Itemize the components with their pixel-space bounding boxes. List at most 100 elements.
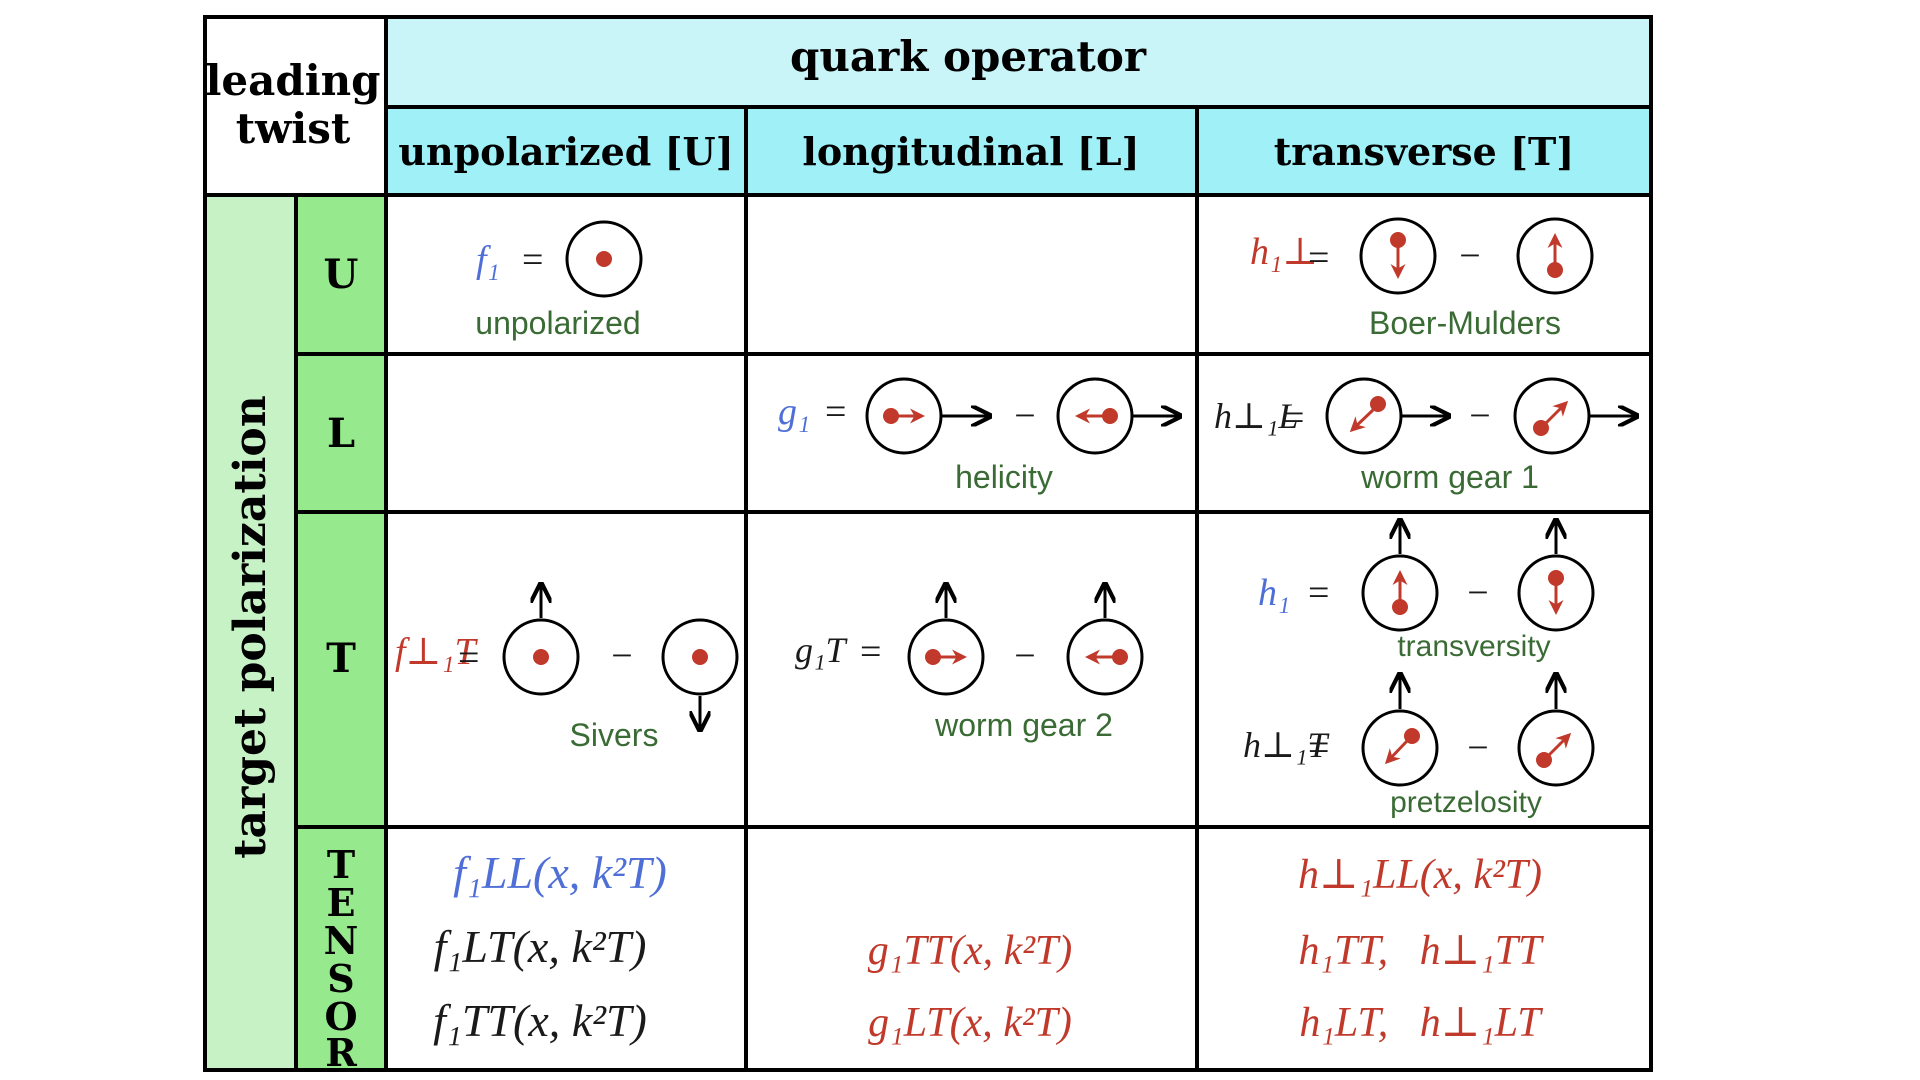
quark-dot bbox=[1536, 752, 1552, 768]
fn-h1Tperp: h⊥₁T bbox=[1243, 725, 1330, 765]
nucleon-circle bbox=[1325, 377, 1403, 455]
nucleon-circle bbox=[1516, 217, 1594, 295]
caption-helicity: helicity bbox=[955, 459, 1053, 495]
fn-h1perp: h₁⊥ bbox=[1250, 231, 1318, 273]
caption-boer-mulders: Boer-Mulders bbox=[1369, 305, 1561, 341]
quark-dot bbox=[533, 649, 549, 665]
table-grid bbox=[203, 15, 1653, 1072]
nucleon-circle bbox=[907, 618, 985, 696]
svg-text:O: O bbox=[324, 994, 357, 1039]
minus-sign: − bbox=[1014, 395, 1035, 437]
caption-worm-gear-2: worm gear 2 bbox=[934, 707, 1113, 743]
caption-unpolarized: unpolarized bbox=[475, 305, 640, 341]
nucleon-circle bbox=[1361, 554, 1439, 632]
quark-dot bbox=[596, 251, 612, 267]
quark-dot bbox=[692, 649, 708, 665]
fn-h1TT: h₁TT, h⊥₁TT bbox=[1298, 928, 1544, 974]
col-header-transverse: transverse [T] bbox=[1274, 129, 1575, 174]
equals-sign: = bbox=[1308, 727, 1329, 769]
col-header-unpolarized: unpolarized [U] bbox=[398, 129, 733, 174]
corner-line-1: leading bbox=[205, 56, 380, 105]
quark-dot bbox=[925, 649, 941, 665]
quark-dot bbox=[1404, 728, 1420, 744]
equals-sign: = bbox=[458, 637, 479, 679]
quark-columns-header-bg bbox=[386, 107, 1651, 195]
nucleon-circle bbox=[1517, 709, 1595, 787]
col-header-longitudinal: longitudinal [L] bbox=[802, 129, 1139, 174]
target-polarization-title: target polarization bbox=[225, 395, 276, 859]
spin-arrow-diagonal bbox=[1384, 739, 1409, 765]
quark-operator-header-bg bbox=[386, 17, 1651, 107]
cell-ll: g₁ = − helicity bbox=[778, 377, 1178, 495]
spin-arrow-diagonal bbox=[1544, 400, 1569, 425]
corner-line-2: twist bbox=[236, 104, 351, 153]
fn-g1: g₁ bbox=[778, 391, 810, 433]
caption-pretzelosity: pretzelosity bbox=[1390, 786, 1542, 819]
fn-f1LL: f₁LL(x, k²T) bbox=[453, 847, 667, 898]
equals-sign: = bbox=[1308, 572, 1329, 614]
equals-sign: = bbox=[1308, 237, 1329, 279]
minus-sign: − bbox=[611, 635, 632, 677]
caption-worm-gear-1: worm gear 1 bbox=[1360, 459, 1539, 495]
nucleon-circle bbox=[1361, 709, 1439, 787]
target-polarization-bg bbox=[205, 195, 296, 1070]
nucleon-circle bbox=[565, 220, 643, 298]
quark-dot bbox=[1548, 570, 1564, 586]
equals-sign: = bbox=[825, 391, 846, 433]
minus-sign: − bbox=[1459, 235, 1480, 277]
cell-tl: g₁T = − worm gear 2 bbox=[795, 586, 1144, 743]
equals-sign: = bbox=[1283, 397, 1304, 439]
quark-dot bbox=[883, 408, 899, 424]
row-label-t: T bbox=[326, 635, 356, 682]
minus-sign: − bbox=[1014, 635, 1035, 677]
svg-text:T: T bbox=[327, 842, 355, 887]
cell-tt: h₁ = − transversity h⊥₁T = − pretzelosit… bbox=[1243, 522, 1595, 819]
quark-dot bbox=[1102, 408, 1118, 424]
quark-dot bbox=[1533, 420, 1549, 436]
cell-tensor-t: h⊥₁LL(x, k²T) h₁TT, h⊥₁TT h₁LT, h⊥₁LT bbox=[1298, 852, 1544, 1046]
nucleon-circle bbox=[661, 618, 739, 696]
equals-sign: = bbox=[860, 631, 881, 673]
fn-f1TT: f₁TT(x, k²T) bbox=[433, 995, 647, 1046]
svg-text:E: E bbox=[327, 880, 356, 925]
nucleon-circle bbox=[1066, 618, 1144, 696]
caption-sivers: Sivers bbox=[570, 717, 659, 753]
equals-sign: = bbox=[522, 239, 543, 281]
nucleon-circle bbox=[1359, 217, 1437, 295]
row-labels-bg bbox=[296, 195, 386, 1070]
minus-sign: − bbox=[1467, 727, 1488, 769]
nucleon-circle bbox=[1517, 554, 1595, 632]
fn-h1: h₁ bbox=[1258, 572, 1290, 614]
spin-arrow-diagonal bbox=[1547, 732, 1572, 757]
quark-dot bbox=[1112, 649, 1128, 665]
cell-tensor-u: f₁LL(x, k²T) f₁LT(x, k²T) f₁TT(x, k²T) bbox=[433, 847, 667, 1046]
quark-dot bbox=[1370, 396, 1386, 412]
cell-tu: f⊥₁T = − Sivers bbox=[395, 586, 739, 753]
cell-tensor-l: g₁TT(x, k²T) g₁LT(x, k²T) bbox=[868, 928, 1073, 1046]
fn-g1TT: g₁TT(x, k²T) bbox=[868, 928, 1073, 974]
fn-f1Tperp: f⊥₁T bbox=[395, 631, 479, 673]
fn-g1LT: g₁LT(x, k²T) bbox=[868, 1000, 1072, 1046]
cell-lt: h⊥₁L = − worm gear 1 bbox=[1214, 377, 1635, 495]
fn-f1LT: f₁LT(x, k²T) bbox=[434, 921, 647, 972]
fn-h1Lperp: h⊥₁L bbox=[1214, 396, 1298, 436]
caption-transversity: transversity bbox=[1397, 630, 1550, 663]
spin-arrow-diagonal bbox=[1349, 408, 1375, 433]
fn-f1: f₁ bbox=[476, 239, 500, 281]
cell-ut: h₁⊥ = − Boer-Mulders bbox=[1250, 217, 1594, 341]
row-label-l: L bbox=[327, 410, 355, 457]
fn-h1LLperp: h⊥₁LL(x, k²T) bbox=[1298, 852, 1542, 898]
row-label-tensor: T E N S O R bbox=[324, 842, 359, 1075]
quark-dot bbox=[1547, 262, 1563, 278]
quark-dot bbox=[1392, 599, 1408, 615]
fn-g1T: g₁T bbox=[795, 630, 849, 670]
svg-text:S: S bbox=[327, 956, 354, 1001]
row-label-u: U bbox=[324, 251, 359, 298]
nucleon-circle bbox=[502, 618, 580, 696]
quark-operator-title: quark operator bbox=[790, 32, 1147, 81]
svg-text:R: R bbox=[325, 1030, 357, 1075]
minus-sign: − bbox=[1469, 395, 1490, 437]
minus-sign: − bbox=[1467, 572, 1488, 614]
quark-dot bbox=[1390, 232, 1406, 248]
